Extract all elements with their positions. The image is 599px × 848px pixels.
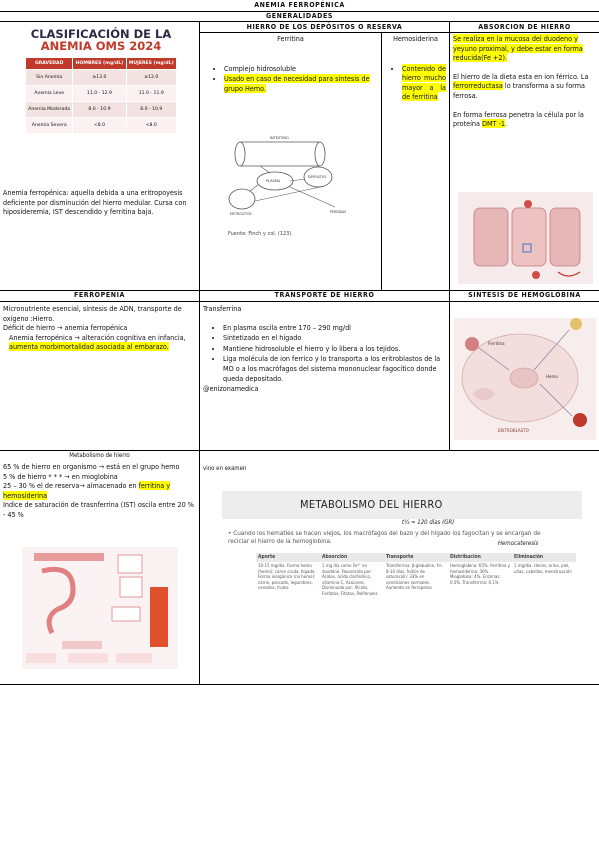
synthesis-header: SÍNTESIS DE HEMOGLOBINA <box>468 291 581 299</box>
synthesis-label-ferritina: Ferritina <box>488 341 505 346</box>
list-item: Contenido de hierro mucho mayor a la de … <box>402 63 446 102</box>
synthesis-label-eritroblasto: ERITROBLASTO <box>498 428 529 433</box>
transport-header: TRANSPORTE DE HIERRO <box>200 290 450 301</box>
anemia-definition: Anemia ferropénica: aquella debida a una… <box>3 188 187 217</box>
oms-title-line2: ANEMIA OMS 2024 <box>40 39 162 53</box>
section-generalidades: GENERALIDADES <box>0 11 599 22</box>
slide-table: Aporte Absorción Transporte Distribución… <box>256 553 576 653</box>
metab-p4: Indice de saturación de trasnferrina (IS… <box>3 500 194 519</box>
oms-title: CLASIFICACIÓN DE LA ANEMIA OMS 2024 <box>12 28 190 52</box>
oms-header-row: GRAVEDAD HOMBRES (mg/dL) MUJERES (mg/dL) <box>24 57 178 70</box>
slide-handwritten-note: t½ ≈ 120 días (GR) <box>402 519 455 526</box>
transport-credit: @enizonamedica <box>203 384 259 394</box>
iron-cycle-diagram: INTESTINO PLASMA DEPÓSITOS ERITROCITOS P… <box>228 136 346 237</box>
cell-oms-classification: CLASIFICACIÓN DE LA ANEMIA OMS 2024 GRAV… <box>0 22 200 290</box>
cell-transport: Transferrina En plasma oscila entre 170 … <box>200 302 450 450</box>
cell-ferropenia: Micronutriente esencial, síntesis de ADN… <box>0 302 200 450</box>
ferritin-column: Ferritina Complejo hidrosoluble Usado en… <box>200 33 382 290</box>
row-2-headers: FERROPENIA TRANSPORTE DE HIERRO SÍNTESIS… <box>0 290 599 302</box>
slide-table-body: 10-15 mg/día. Forma hemo (hemo): carne c… <box>258 564 572 597</box>
list-item: Mantiene hidrosoluble el hierro y lo lib… <box>223 344 447 354</box>
ferropenia-header: FERROPENIA <box>0 290 200 301</box>
metab-p2: 5 % de hierro * * * → en mioglobina <box>3 471 118 481</box>
oms-table: GRAVEDAD HOMBRES (mg/dL) MUJERES (mg/dL)… <box>24 57 178 134</box>
row-generalidades: CLASIFICACIÓN DE LA ANEMIA OMS 2024 GRAV… <box>0 22 599 291</box>
oms-header-hombres: HOMBRES (mg/dL) <box>72 57 127 70</box>
metab-p1: 65 % de hierro en organismo → está en el… <box>3 462 180 471</box>
row-3: Metabolismo de hierro 65 % de hierro en … <box>0 451 599 685</box>
oms-table-figure: CLASIFICACIÓN DE LA ANEMIA OMS 2024 GRAV… <box>12 28 190 165</box>
metab-p3: 25 – 30 % el de reserva→ almacenado en f… <box>3 481 171 500</box>
exam-note: vino en examen <box>203 465 247 472</box>
list-item: En plasma oscila entre 170 – 290 mg/dl <box>223 323 447 333</box>
transport-text: Transferrina En plasma oscila entre 170 … <box>203 304 447 394</box>
cell-synthesis: Ferritina Hemo ERITROBLASTO <box>450 302 599 450</box>
document-title: ANEMIA FERROPÉNICA <box>0 0 599 12</box>
hemoglobin-synthesis-diagram: Ferritina Hemo ERITROBLASTO <box>454 318 596 440</box>
slide-table-header: Aporte Absorción Transporte Distribución… <box>256 553 576 562</box>
figure-caption: Fuente: Finch y col. (123). <box>228 231 293 237</box>
ferropenia-p2: Déficit de hierro → anemia ferropénica <box>3 323 128 333</box>
cell-exam-slide: vino en examen METABOLISMO DEL HIERRO t½… <box>200 451 599 684</box>
ferropenia-p1: Micronutriente esencial, síntesis de ADN… <box>3 304 182 323</box>
cell-absorption: ABSORCION DE HIERRO Se realiza en la muc… <box>450 22 599 290</box>
ferropenia-p3: Anemia ferropénica → alteración cognitiv… <box>9 332 186 352</box>
table-row: Anemia Severa <8.0 <8.0 <box>24 117 178 134</box>
transport-title: Transferrina <box>203 304 242 313</box>
iron-metabolism-diagram <box>22 547 178 669</box>
list-item: Usado en caso de necesidad para síntesis… <box>224 74 381 93</box>
metabolism-title: Metabolismo de hierro <box>69 452 130 459</box>
section-generalidades-text: GENERALIDADES <box>265 12 334 20</box>
oms-header-mujeres: MUJERES (mg/dL) <box>125 57 178 70</box>
table-row: Anemia Moderada 8.0 - 10.9 8.0 - 10.9 <box>24 101 178 118</box>
enterocyte-diagram <box>458 192 593 284</box>
deposits-header: HIERRO DE LOS DEPÓSITOS O RESERVA <box>200 22 449 33</box>
fig-label-plasma: PLASMA <box>266 179 281 183</box>
metabolism-slide: METABOLISMO DEL HIERRO t½ ≈ 120 días (GR… <box>222 491 582 657</box>
slide-bullet: • Cuando los hematíes se hacen viejos, l… <box>228 529 541 545</box>
fig-label-intestino: INTESTINO <box>270 136 289 140</box>
hemosiderin-label: Hemosiderina <box>393 34 438 43</box>
slide-heading: METABOLISMO DEL HIERRO <box>300 498 443 511</box>
ferritin-label: Ferritina <box>277 34 304 43</box>
absorption-text: Se realiza en la mucosa del duodeno y ye… <box>453 34 597 129</box>
oms-header-gravedad: GRAVEDAD <box>24 57 74 70</box>
list-item: Sintetizado en el hígado <box>223 333 447 343</box>
slide-handwritten-note-2: Hemocateresis <box>498 540 539 547</box>
ferritin-list: Complejo hidrosoluble Usado en caso de n… <box>200 64 381 94</box>
absorption-p1: Se realiza en la mucosa del duodeno y ye… <box>453 34 583 63</box>
fig-label-perdidas: PERDIDAS <box>330 210 346 214</box>
table-row: Anemia Leve 11.0 - 12.9 11.0 - 11.9 <box>24 85 178 102</box>
fig-label-depositos: DEPÓSITOS <box>308 174 326 179</box>
title-text: ANEMIA FERROPÉNICA <box>254 1 345 9</box>
transport-list: En plasma oscila entre 170 – 290 mg/dl S… <box>203 323 447 384</box>
list-item: Liga molécula de ion ferrico y lo transp… <box>223 354 447 383</box>
table-row: Sin Anemia ≥13.0 ≥12.0 <box>24 69 178 86</box>
ferropenia-text: Micronutriente esencial, síntesis de ADN… <box>3 304 197 352</box>
hemosiderin-list: Contenido de hierro mucho mayor a la de … <box>382 63 449 102</box>
cell-metabolism: Metabolismo de hierro 65 % de hierro en … <box>0 451 200 684</box>
cell-deposits: HIERRO DE LOS DEPÓSITOS O RESERVA Ferrit… <box>200 22 450 290</box>
list-item: Complejo hidrosoluble <box>224 64 381 74</box>
absorption-p3: En forma ferrosa penetra la célula por l… <box>453 109 584 129</box>
fig-label-eritrocitos: ERITROCITOS <box>230 212 252 216</box>
synthesis-label-hemo: Hemo <box>546 374 558 379</box>
slide-header-bar: METABOLISMO DEL HIERRO <box>222 491 582 519</box>
absorption-p2: El hierro de la dieta esta en ion férric… <box>453 71 589 100</box>
absorption-header: ABSORCION DE HIERRO <box>450 22 599 33</box>
oms-title-line1: CLASIFICACIÓN DE LA <box>30 27 172 41</box>
hemosiderin-column: Hemosiderina Contenido de hierro mucho m… <box>382 33 449 290</box>
metabolism-text: 65 % de hierro en organismo → está en el… <box>3 462 197 520</box>
row-2: Micronutriente esencial, síntesis de ADN… <box>0 302 599 451</box>
